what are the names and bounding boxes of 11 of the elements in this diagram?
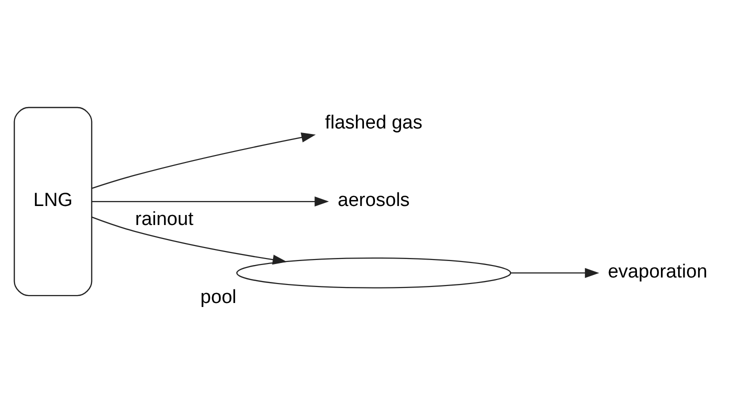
node-text: evaporation (608, 261, 708, 282)
node-text: aerosols (338, 190, 410, 212)
arrow (92, 196, 329, 207)
node-text: flashed gas (325, 112, 422, 134)
node-box: LNG (14, 106, 92, 296)
edge-label: rainout (135, 209, 194, 230)
node-ellipse (236, 257, 512, 288)
arrow (92, 132, 316, 189)
node-label: pool (200, 287, 236, 308)
arrow (92, 216, 288, 265)
arrow (510, 268, 600, 278)
